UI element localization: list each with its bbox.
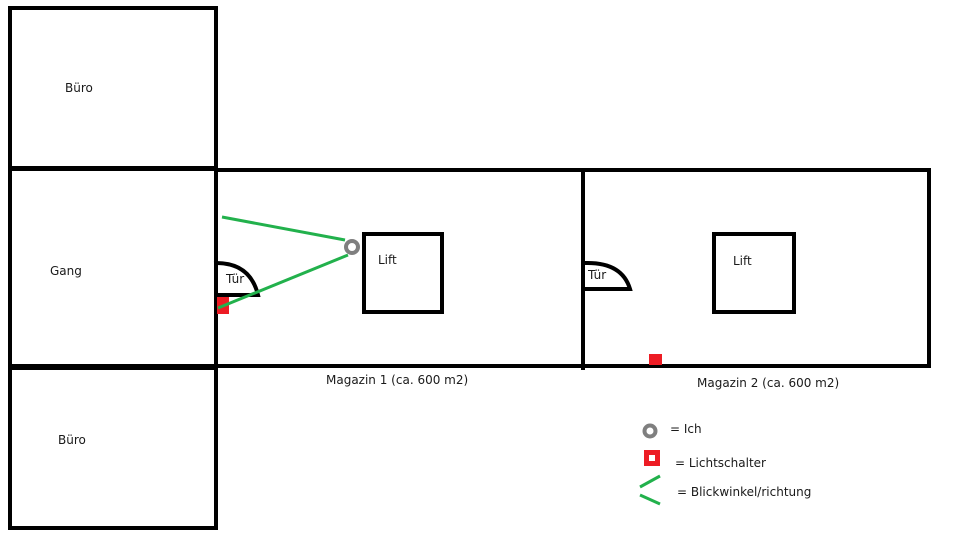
legend-view-label: = Blickwinkel/richtung xyxy=(677,485,811,499)
door-1-swing xyxy=(213,260,261,297)
lift-1 xyxy=(362,232,444,314)
label-magazin-2: Magazin 2 (ca. 600 m2) xyxy=(697,376,839,390)
label-gang: Gang xyxy=(50,264,82,278)
legend: = Ich = Lichtschalter = Blickwinkel/rich… xyxy=(639,422,811,506)
legend-switch-icon-center xyxy=(649,455,655,461)
label-lift-1: Lift xyxy=(378,253,397,267)
lift-2 xyxy=(712,232,796,314)
label-buero-bottom: Büro xyxy=(58,433,86,447)
label-magazin-1: Magazin 1 (ca. 600 m2) xyxy=(326,373,468,387)
view-line-upper xyxy=(221,215,346,242)
legend-me-icon xyxy=(642,423,658,439)
legend-view-icon-upper xyxy=(639,474,661,489)
light-switch-2 xyxy=(649,354,662,365)
me-marker xyxy=(344,239,360,255)
label-door-2: Tür xyxy=(587,268,606,282)
room-gang xyxy=(8,167,218,368)
room-magazin-2 xyxy=(581,168,931,368)
room-buero-top xyxy=(8,6,218,170)
legend-view-icon-lower xyxy=(639,493,661,506)
label-door-1: Tür xyxy=(225,272,244,286)
label-lift-2: Lift xyxy=(733,254,752,268)
legend-switch-label: = Lichtschalter xyxy=(675,456,766,470)
legend-me-label: = Ich xyxy=(670,422,702,436)
room-magazin-1 xyxy=(214,168,585,368)
door-2-swing xyxy=(584,260,633,291)
room-buero-bottom xyxy=(8,366,218,530)
label-buero-top: Büro xyxy=(65,81,93,95)
view-line-lower xyxy=(217,253,349,310)
